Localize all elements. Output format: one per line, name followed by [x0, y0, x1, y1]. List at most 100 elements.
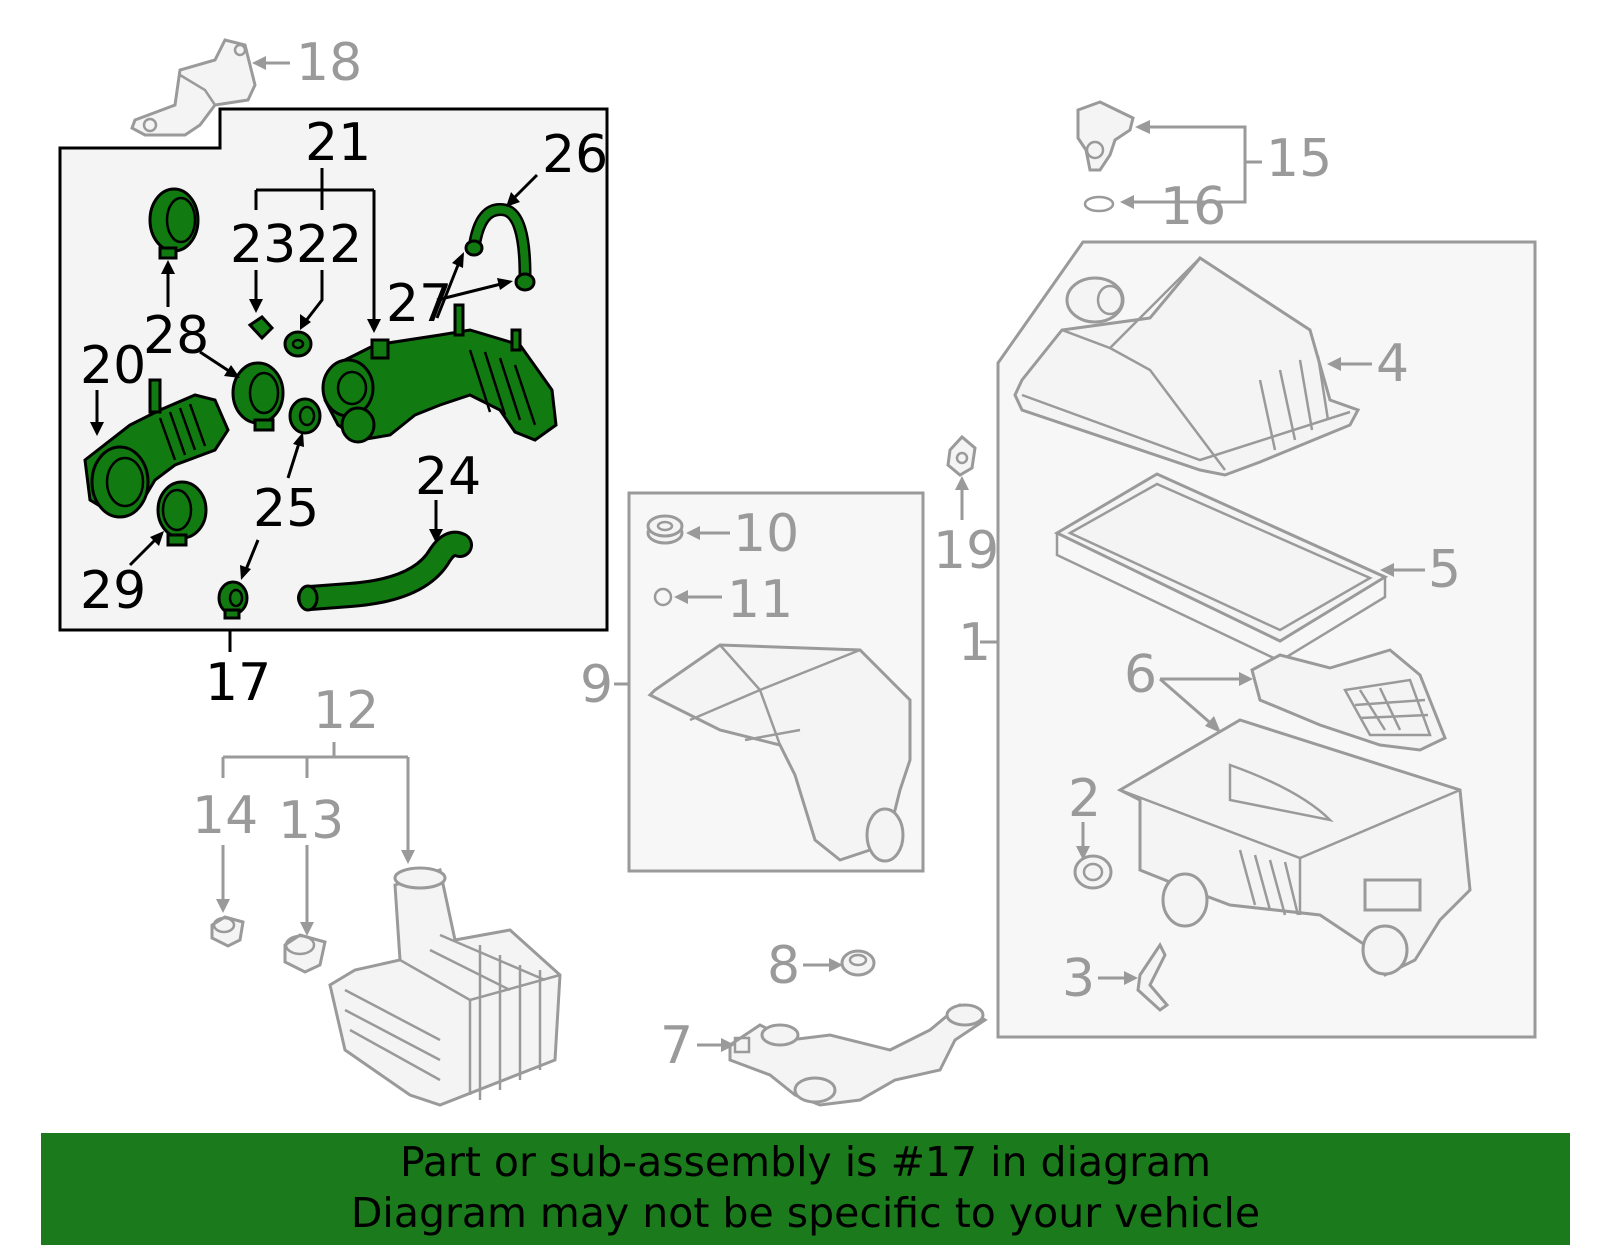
callout-19: 19: [933, 521, 999, 581]
breather-hose-24: [297, 530, 473, 612]
leader-22: [303, 270, 324, 323]
callout-12: 12: [313, 681, 379, 741]
leader-6: [1159, 677, 1245, 729]
seal-10: [646, 514, 684, 545]
arrow-18: [252, 56, 266, 70]
callout-26: 26: [542, 125, 608, 185]
arrow-12: [401, 850, 415, 864]
callout-10: 10: [733, 504, 799, 564]
callout-20: 20: [80, 336, 146, 396]
callout-21: 21: [305, 113, 371, 173]
air-hose-20: [83, 378, 230, 519]
clamp-29: [156, 480, 208, 547]
air-cleaner-lower-case: [1116, 718, 1472, 977]
leader-21: [254, 168, 376, 325]
arrow-2: [1076, 846, 1090, 860]
callout-3: 3: [1062, 949, 1095, 1009]
leader-29: [128, 535, 160, 567]
leader-12-13-14: [221, 742, 410, 855]
leader-25: [286, 439, 302, 479]
callout-13: 13: [278, 791, 344, 851]
callout-25: 25: [253, 479, 319, 539]
arrow-6a: [1239, 672, 1253, 686]
callout-1: 1: [958, 613, 991, 673]
leader-26: [510, 173, 539, 202]
arrow-3: [1124, 971, 1138, 985]
arrow-29: [150, 531, 164, 546]
callout-29: 29: [80, 561, 146, 621]
callout-27: 27: [386, 274, 452, 334]
resonator-12: [328, 866, 562, 1107]
arrow-11: [674, 590, 688, 604]
sleeve-13: [283, 933, 327, 974]
callout-14: 14: [192, 786, 258, 846]
info-banner: Part or sub-assembly is #17 in diagram D…: [41, 1133, 1570, 1245]
resonator-6: [1250, 648, 1447, 752]
clamp-28: [231, 361, 285, 432]
arrow-20: [90, 422, 104, 436]
arrow-19: [955, 476, 969, 490]
callout-28: 28: [143, 306, 209, 366]
arrow-10: [686, 526, 700, 540]
grommet-22: [283, 330, 313, 358]
arrow-28-upper: [161, 260, 175, 274]
callout-16: 16: [1160, 177, 1226, 237]
callout-11: 11: [727, 570, 793, 630]
grommet-2: [1073, 854, 1113, 890]
leader-27: [435, 259, 506, 319]
cap-19: [946, 434, 977, 477]
banner-line-1: Part or sub-assembly is #17 in diagram: [399, 1138, 1212, 1186]
arrow-27b: [497, 278, 513, 290]
arrow-14: [216, 899, 230, 913]
arrow-28: [224, 365, 240, 378]
callout-24: 24: [415, 447, 481, 507]
callout-17: 17: [205, 653, 271, 713]
hose-26: [464, 203, 536, 292]
leader-15-16: [1130, 125, 1262, 204]
arrow-23: [249, 299, 263, 313]
bracket-18: [130, 38, 257, 137]
arrow-6b: [1205, 716, 1221, 733]
clamp-28-upper: [148, 187, 200, 260]
arrow-24: [429, 529, 443, 543]
arrow-8: [829, 958, 843, 972]
intake-hose-21: [321, 303, 558, 444]
callout-15: 15: [1266, 129, 1332, 189]
callout-4: 4: [1376, 334, 1409, 394]
callout-2: 2: [1068, 769, 1101, 829]
arrow-25b: [240, 565, 251, 580]
clamp-17: [217, 580, 249, 620]
callout-8: 8: [767, 936, 800, 996]
sensor-15: [1076, 100, 1135, 172]
arrow-7: [721, 1038, 735, 1052]
arrow-27a: [452, 252, 464, 268]
sleeve-14: [210, 915, 245, 948]
callout-9: 9: [580, 655, 613, 715]
air-duct-9: [647, 643, 912, 863]
arrow-13: [300, 922, 314, 936]
callout-23: 23: [230, 215, 296, 275]
arrow-4: [1327, 357, 1341, 371]
callout-6: 6: [1124, 645, 1157, 705]
arrow-15: [1135, 120, 1150, 134]
clip-11: [653, 587, 673, 607]
arrow-21: [367, 319, 381, 333]
callout-22: 22: [296, 215, 362, 275]
arrow-16: [1120, 195, 1134, 209]
o-ring-16: [1083, 195, 1115, 213]
grommet-8: [840, 949, 876, 977]
clip-23: [247, 315, 275, 341]
callout-5: 5: [1428, 540, 1461, 600]
banner-line-2: Diagram may not be specific to your vehi…: [350, 1189, 1261, 1237]
air-cleaner-upper-cover-4: [1013, 256, 1361, 477]
arrow-22: [300, 314, 311, 330]
arrow-25: [293, 432, 304, 447]
callout-18: 18: [296, 33, 362, 93]
arrow-5: [1380, 563, 1394, 577]
leader-28: [199, 350, 233, 375]
bracket-7: [728, 1003, 988, 1107]
leader-25b: [243, 539, 260, 573]
clip-3: [1136, 942, 1170, 1012]
clamp-25: [288, 397, 322, 435]
